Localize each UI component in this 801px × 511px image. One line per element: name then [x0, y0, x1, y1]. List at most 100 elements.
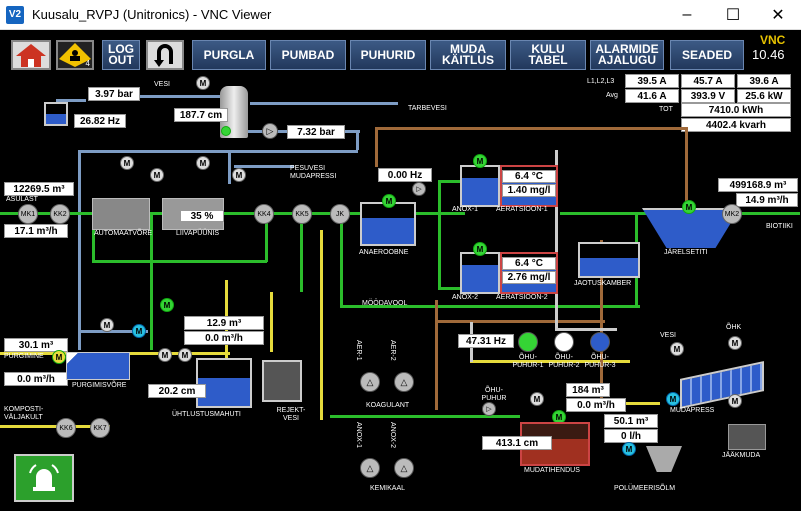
alarm-bell-icon — [29, 464, 59, 491]
home-icon — [16, 44, 46, 67]
ohupuhur-icon[interactable]: ▷ — [482, 402, 496, 416]
anox1-mixer-icon[interactable]: M — [473, 154, 487, 168]
blower3-icon[interactable] — [590, 332, 610, 352]
version-label: 10.46 — [752, 47, 785, 62]
mk2-meter[interactable]: MK2 — [722, 204, 742, 224]
asulast-label: ASULAST — [6, 196, 38, 203]
logout-button[interactable]: LOG OUT — [102, 40, 140, 70]
ohk-label: ÕHK — [726, 324, 742, 331]
back-button[interactable] — [146, 40, 184, 70]
valve-motor-icon[interactable]: M — [196, 76, 210, 90]
nav-seaded[interactable]: SEADED — [670, 40, 744, 70]
press-air-motor-icon[interactable]: M — [728, 336, 742, 350]
bar1-value: 3.97 bar — [88, 87, 140, 101]
purg-green-motor-icon[interactable]: M — [160, 298, 174, 312]
aer1-label: AERATSIOON-1 — [496, 206, 548, 213]
nav-pumbad[interactable]: PUMBAD — [270, 40, 346, 70]
pipe — [0, 425, 110, 428]
blower1-icon[interactable] — [518, 332, 538, 352]
vnc-logo-icon: V2 — [6, 5, 24, 24]
kk6-meter[interactable]: KK6 — [56, 418, 76, 438]
koagulant-pump-icon-1[interactable]: △ — [360, 372, 380, 392]
anox2-mixer-icon[interactable]: M — [473, 242, 487, 256]
pipe — [435, 320, 605, 323]
kk5-meter[interactable]: KK5 — [292, 204, 312, 224]
jk-meter[interactable]: JK — [330, 204, 350, 224]
worker-button[interactable]: 4 — [56, 40, 94, 70]
uht-flow: 0.0 m³/h — [184, 331, 264, 345]
anox2-label: ANOX-2 — [452, 294, 479, 301]
mudatihendus-label: MUDATIHENDUS — [524, 467, 580, 474]
tot-label: TOT — [659, 106, 673, 113]
nav-alarmide-ajalugu[interactable]: ALARMIDE AJALUGU — [590, 40, 664, 70]
press-water-motor-icon[interactable]: M — [670, 342, 684, 356]
koagulant-label: KOAGULANT — [366, 402, 410, 409]
mud-volume: 184 m³ — [566, 383, 610, 397]
pipe — [234, 165, 294, 168]
nav-purgla[interactable]: PURGLA — [192, 40, 266, 70]
anox1-oxygen: 1.40 mg/l — [502, 184, 556, 197]
pipe — [330, 415, 520, 418]
kemikaal-pump-icon-1[interactable]: △ — [360, 458, 380, 478]
screw-motor-icon-2[interactable]: M — [196, 156, 210, 170]
anox1-label: ANOX-1 — [452, 206, 479, 213]
pipe — [56, 99, 86, 102]
avg-current: 41.6 A — [625, 89, 679, 103]
hz1-value: 26.82 Hz — [74, 114, 126, 128]
purg-valve-motor-icon[interactable]: M — [100, 318, 114, 332]
kk7-meter[interactable]: KK7 — [90, 418, 110, 438]
total-kvarh: 4402.4 kvarh — [681, 118, 791, 132]
vessel-status-icon — [221, 126, 231, 136]
uht-motor-icon-2[interactable]: M — [178, 348, 192, 362]
liivapyynis-label: LIIVAPÜÜNIS — [176, 230, 220, 237]
moodavool-label: MÖÖDAVOOL — [362, 300, 408, 307]
anox2-oxygen: 2.76 mg/l — [502, 271, 556, 284]
pipe — [438, 180, 463, 183]
press-motor-icon[interactable]: M — [666, 392, 680, 406]
pipe — [438, 180, 441, 290]
minimize-button[interactable]: – — [682, 6, 692, 23]
pump-icon[interactable]: ▷ — [412, 182, 426, 196]
liivapyynis-percent: 35 % — [180, 210, 224, 222]
window-title: Kuusalu_RVPJ (Unitronics) - VNC Viewer — [32, 7, 272, 22]
kk4-meter[interactable]: KK4 — [254, 204, 274, 224]
uht-motor-icon[interactable]: M — [158, 348, 172, 362]
screw-motor-icon[interactable]: M — [120, 156, 134, 170]
l2-current: 45.7 A — [681, 74, 735, 88]
alarm-button[interactable] — [14, 454, 74, 502]
uht-level: 20.2 cm — [148, 384, 206, 398]
jarelsetiti-motor-icon[interactable]: M — [682, 200, 696, 214]
pipe — [250, 102, 398, 105]
purg-motor-icon[interactable]: M — [52, 350, 66, 364]
kemikaal-label: KEMIKAAL — [370, 485, 406, 492]
purgimisvore-label: PURGIMISVÕRE — [72, 382, 127, 389]
home-button[interactable] — [11, 40, 51, 70]
nav-kulu-tabel[interactable]: KULU TABEL — [510, 40, 586, 70]
maximize-button[interactable]: ☐ — [725, 7, 741, 24]
pipe — [560, 212, 650, 215]
close-button[interactable]: ✕ — [771, 7, 785, 24]
nav-puhurid[interactable]: PUHURID — [350, 40, 426, 70]
purgimine-label: PURGIMINE — [4, 353, 44, 360]
avg-voltage: 393.9 V — [681, 89, 735, 103]
conveyor-motor-icon-2[interactable]: M — [232, 168, 246, 182]
vesi-label: VESI — [154, 81, 170, 88]
anox2-tank — [460, 252, 500, 294]
mk1-meter[interactable]: MK1 — [18, 204, 38, 224]
pump-icon[interactable]: ▷ — [262, 123, 278, 139]
pipe — [300, 212, 303, 292]
press-discharge-motor-icon[interactable]: M — [728, 394, 742, 408]
koagulant-pump-icon-2[interactable]: △ — [394, 372, 414, 392]
purg-screen-motor-icon[interactable]: M — [132, 324, 146, 338]
polymer-pump-icon[interactable]: M — [622, 442, 636, 456]
tarbevesi-label: TARBEVESI — [408, 105, 447, 112]
mud-valve-motor-icon[interactable]: M — [530, 392, 544, 406]
nav-muda-kaitlus[interactable]: MUDA KÄITLUS — [430, 40, 506, 70]
kemikaal-pump-icon-2[interactable]: △ — [394, 458, 414, 478]
kk2-meter[interactable]: KK2 — [50, 204, 70, 224]
mixer-motor-icon[interactable]: M — [382, 194, 396, 208]
purgimine-flow: 0.0 m³/h — [4, 372, 68, 386]
blower2-icon[interactable] — [554, 332, 574, 352]
conveyor-motor-icon[interactable]: M — [150, 168, 164, 182]
uht-volume: 12.9 m³ — [184, 316, 264, 330]
